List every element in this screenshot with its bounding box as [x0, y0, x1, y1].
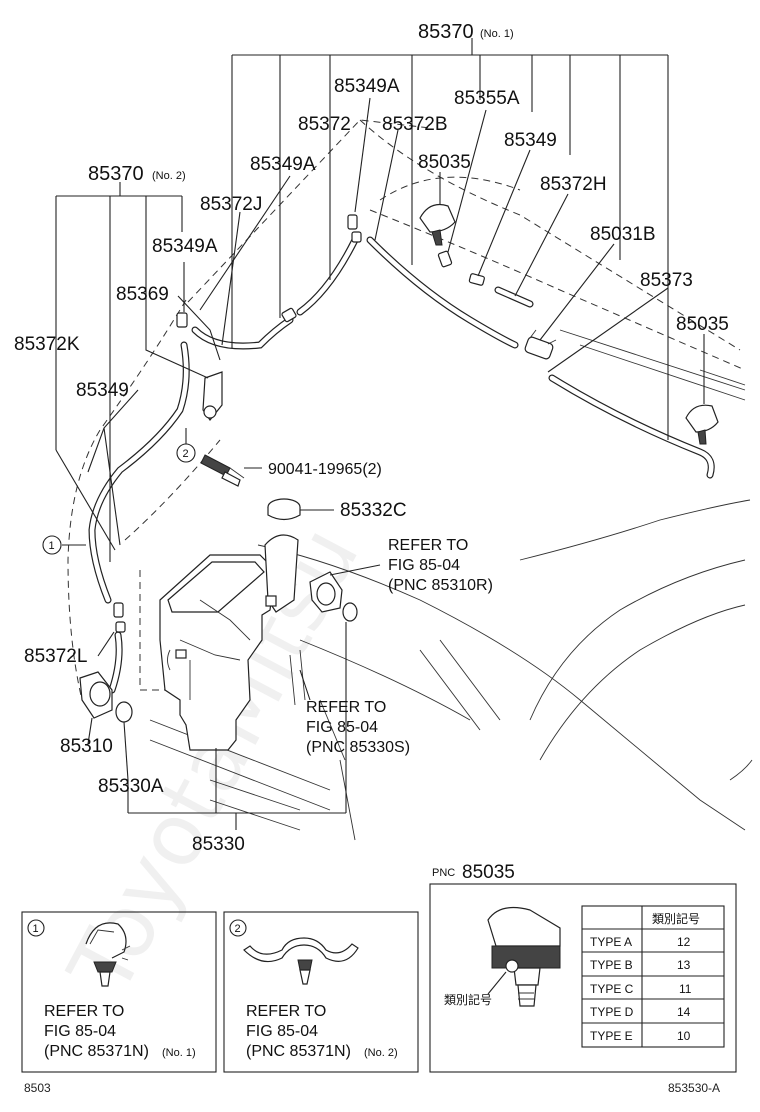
inset-2-line3: (PNC 85371N): [246, 1043, 351, 1060]
label-85372K: 85372K: [14, 334, 80, 355]
table-row-code: 14: [677, 1005, 691, 1019]
washer-pump: [79, 671, 133, 723]
label-85035-upper: 85035: [418, 152, 471, 173]
reservoir-cap: [267, 498, 301, 521]
label-85355A: 85355A: [454, 88, 520, 109]
callout-2-text: 2: [183, 448, 189, 460]
washer-tank: [159, 534, 299, 751]
label-85373: 85373: [640, 270, 693, 291]
label-85332C: 85332C: [340, 500, 407, 521]
pnc-85035-panel: PNC 85035 類別記号 類別記号 TYPE A 12 TYPE B 13 …: [429, 862, 737, 1073]
table-header: 類別記号: [652, 911, 700, 926]
inset-2-line1: REFER TO: [246, 1003, 326, 1020]
label-85349A-left: 85349A: [152, 236, 218, 257]
inset-1-number: 1: [33, 923, 39, 935]
label-85372J: 85372J: [200, 194, 262, 215]
pnc-number: 85035: [462, 862, 515, 883]
inset-2-suffix: (No. 2): [364, 1047, 398, 1059]
table-row-type: TYPE C: [590, 982, 634, 996]
label-85370-no2: 85370: [88, 163, 144, 185]
table-row-code: 12: [677, 935, 691, 949]
inset-2: 2 REFER TO FIG 85-04 (PNC 85371N) (No. 2…: [223, 911, 419, 1073]
hose-clamps: [202, 371, 223, 422]
leader-lines: [55, 38, 705, 830]
ref2-line2: FIG 85-04: [306, 719, 378, 736]
footer-page-code: 8503: [24, 1081, 51, 1095]
label-85349-left: 85349: [76, 380, 129, 401]
inset-1-suffix: (No. 1): [162, 1047, 196, 1059]
label-85369: 85369: [116, 284, 169, 305]
label-85310: 85310: [60, 736, 113, 757]
table-row-type: TYPE A: [590, 935, 632, 949]
inset-1-line3: (PNC 85371N): [44, 1043, 149, 1060]
inset-2-number: 2: [235, 923, 241, 935]
label-85370-no1: 85370: [418, 21, 474, 43]
part-labels: 85370 (No. 1) 85349A 85355A 85372 85372B…: [14, 21, 729, 855]
label-90041-19965: 90041-19965(2): [268, 461, 382, 478]
ref2-line3: (PNC 85330S): [306, 739, 410, 756]
type-code-table: 類別記号 TYPE A 12 TYPE B 13 TYPE C 11 TYPE …: [581, 905, 725, 1048]
ref1-line3: (PNC 85310R): [388, 577, 493, 594]
screw-90041: [200, 454, 245, 487]
label-85370-no2-suffix: (No. 2): [152, 170, 186, 182]
label-85031B: 85031B: [590, 224, 656, 245]
table-row-code: 11: [679, 982, 692, 996]
label-85372: 85372: [298, 114, 351, 135]
callout-1-text: 1: [49, 540, 55, 552]
label-85372L: 85372L: [24, 646, 87, 667]
label-85330A: 85330A: [98, 776, 164, 797]
pnc-callout: 類別記号: [444, 992, 492, 1007]
label-85330: 85330: [192, 834, 245, 855]
washer-nozzle-right: [685, 404, 719, 445]
callout-markers: 1 2: [42, 443, 196, 555]
pnc-prefix: PNC: [432, 867, 455, 879]
inset-1-line2: FIG 85-04: [44, 1023, 116, 1040]
inset-1: 1 REFER TO FIG 85-04 (PNC 85371N) (No. 1…: [21, 911, 217, 1073]
label-85035-right: 85035: [676, 314, 729, 335]
table-row-code: 10: [677, 1029, 691, 1043]
table-row-type: TYPE D: [590, 1005, 634, 1019]
check-valve: [524, 329, 557, 360]
inset-2-line2: FIG 85-04: [246, 1023, 318, 1040]
hose-routing: [88, 236, 715, 694]
label-85372H: 85372H: [540, 174, 607, 195]
label-85349A-mid: 85349A: [250, 154, 316, 175]
inset-1-line1: REFER TO: [44, 1003, 124, 1020]
table-row-type: TYPE B: [590, 958, 633, 972]
label-85370-no1-suffix: (No. 1): [480, 28, 514, 40]
washer-pump-right: [309, 571, 358, 622]
label-85372B: 85372B: [382, 114, 448, 135]
label-85349A-top: 85349A: [334, 76, 400, 97]
ref1-line1: REFER TO: [388, 537, 468, 554]
table-row-type: TYPE E: [590, 1029, 633, 1043]
reference-notes: REFER TO FIG 85-04 (PNC 85310R) REFER TO…: [306, 537, 493, 756]
washer-nozzle-upper: [419, 203, 456, 246]
body-outline: [67, 119, 753, 841]
ref2-line1: REFER TO: [306, 699, 386, 716]
label-85349-right: 85349: [504, 130, 557, 151]
table-row-code: 13: [677, 958, 691, 972]
ref1-line2: FIG 85-04: [388, 557, 460, 574]
hose-connectors: [113, 214, 485, 633]
footer-figure-code: 853530-A: [668, 1081, 720, 1095]
